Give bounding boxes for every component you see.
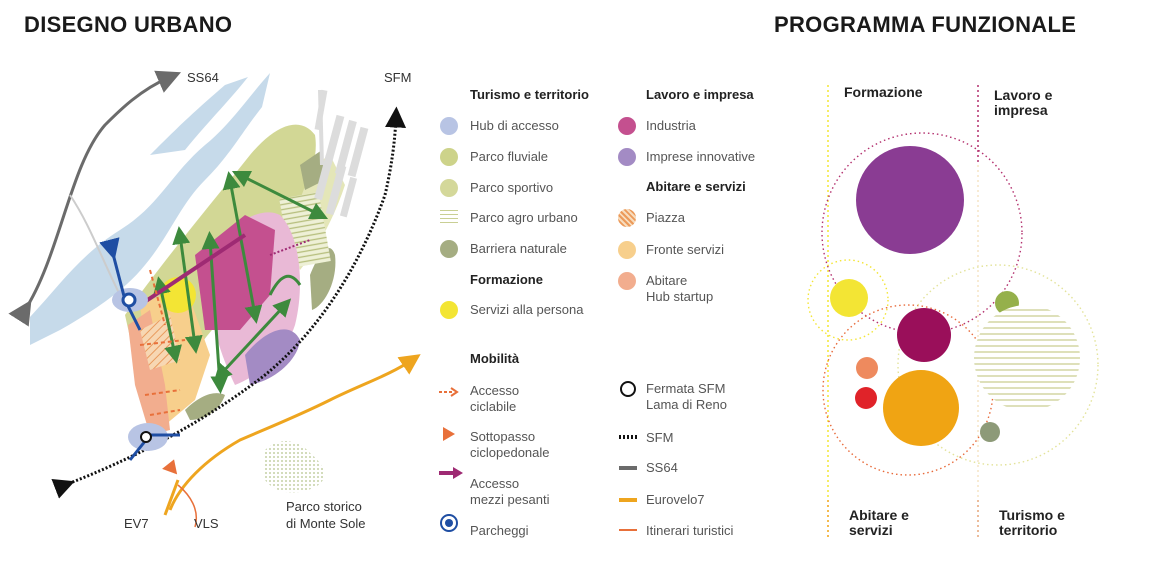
parco-agro-swatch [440,210,458,226]
legend-ss64: SS64 [646,460,678,475]
label-sfm: SFM [384,70,412,85]
legend-parco-agro: Parco agro urbano [470,210,578,225]
title-programma-funzionale: PROGRAMMA FUNZIONALE [774,12,1077,37]
piazza-swatch [618,209,636,227]
parcheggi-swatch [440,514,458,532]
legend-mezzi-1: Accesso [470,476,520,491]
mezzi-dotted [269,239,311,256]
sfm-railway-top [318,89,324,166]
legend-heading-lavoro: Lavoro e impresa [646,87,754,102]
eurovelo-route [168,354,421,511]
title-disegno-urbano: DISEGNO URBANO [24,12,233,37]
fermata-sfm-marker [140,431,152,443]
legend-heading-formazione: Formazione [470,272,543,287]
legend-sottopasso-2: ciclopedonale [470,445,550,460]
legend-sottopasso-1: Sottopasso [470,429,536,444]
legend-startup-1: Abitare [646,273,688,288]
bubble-agro [974,305,1080,411]
prog-label-lavoro-1: Lavoro e [994,87,1053,103]
parco-sportivo-swatch [440,179,458,197]
itinerari-swatch [619,529,637,531]
legend-servizi-persona: Servizi alla persona [470,302,584,317]
bubble-industria [897,308,951,362]
legend-fronte-servizi: Fronte servizi [646,242,725,257]
bubble-piazza [855,387,877,409]
servizi-persona-swatch [440,301,458,319]
label-vls: VLS [194,516,219,531]
label-ss64: SS64 [187,70,219,85]
urban-design-map [8,70,421,528]
legend-barriera: Barriera naturale [470,241,567,256]
bubble-abitare-startup [856,357,878,379]
ciclabile-swatch [439,387,459,397]
legend-heading-abitare: Abitare e servizi [646,179,746,194]
legend-mezzi-2: mezzi pesanti [470,492,550,507]
legend-industria: Industria [646,118,696,133]
ring-formazione [807,259,889,341]
startup-swatch [618,272,636,290]
ring-lavoro [821,132,1023,334]
legend-fermata-2: Lama di Reno [646,397,727,412]
legend-innovative: Imprese innovative [646,149,756,164]
label-ev7: EV7 [124,516,149,531]
legend-itinerari: Itinerari turistici [646,523,734,538]
label-parco-storico-2: di Monte Sole [286,516,366,531]
mezzi-pesanti-route [138,233,247,307]
barriera-swatch [440,240,458,258]
legend-fermata-1: Fermata SFM [646,381,726,396]
ss64-swatch [619,466,637,470]
legend-sfm: SFM [646,430,674,445]
legend-piazza: Piazza [646,210,686,225]
bubble-barriera [980,422,1000,442]
eurovelo-route-2 [163,479,180,516]
legend-ciclabile-2: ciclabile [470,399,517,414]
bubble-imprese-innovative [856,146,964,254]
green-connectors [153,170,329,394]
mezzi-swatch [439,467,463,479]
eurovelo-swatch [619,498,637,502]
parco-storico-area [265,440,325,493]
ciclabile-routes [139,269,186,416]
programma-diagram [807,85,1099,540]
parcheggio-north [121,292,137,308]
prog-label-formazione: Formazione [844,84,923,100]
sottopasso-swatch [443,427,455,441]
innovative-swatch [618,148,636,166]
fermata-swatch [620,381,636,397]
prog-label-abitare-2: servizi [849,522,893,538]
sfm-swatch [619,435,637,439]
prog-label-lavoro-2: impresa [994,102,1048,118]
prog-label-turismo-2: territorio [999,522,1058,538]
legend-parcheggi: Parcheggi [470,523,529,538]
sottopasso-marker [162,459,178,475]
ring-turismo [897,264,1099,466]
fronte-servizi-swatch [618,241,636,259]
prog-label-abitare-1: Abitare e [849,507,909,523]
legend-heading-turismo: Turismo e territorio [470,87,589,102]
legend-ciclabile-1: Accesso [470,383,520,398]
legend-parco-fluviale: Parco fluviale [470,149,549,164]
label-parco-storico-1: Parco storico [286,499,362,514]
industria-swatch [618,117,636,135]
legend-parco-sportivo: Parco sportivo [470,180,554,195]
legend-eurovelo: Eurovelo7 [646,492,705,507]
legend-startup-2: Hub startup [646,289,714,304]
legend: Turismo e territorio Hub di accesso Parc… [438,80,798,550]
legend-heading-mobilita: Mobilità [470,351,520,366]
prog-label-turismo-1: Turismo e [999,507,1065,523]
legend-hub-accesso: Hub di accesso [470,118,559,133]
bubble-fronte-servizi [883,370,959,446]
hub-accesso-swatch [440,117,458,135]
bubble-servizi-persona [830,279,868,317]
parco-fluviale-swatch [440,148,458,166]
itinerari-route [177,484,197,528]
